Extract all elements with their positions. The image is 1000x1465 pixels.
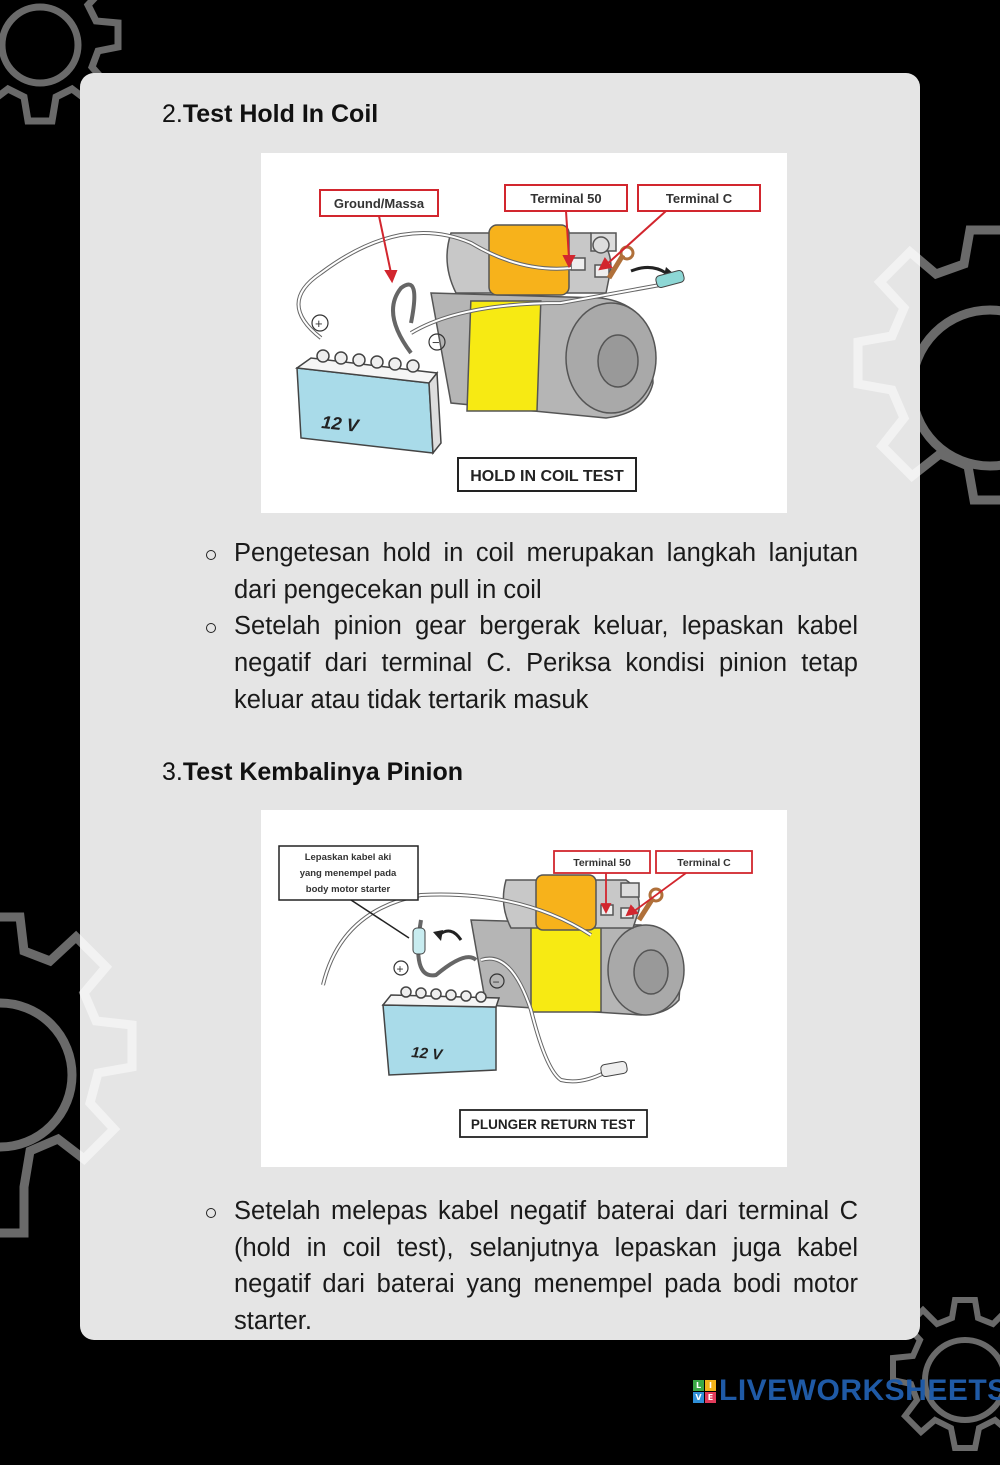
label-ground: Ground/Massa [334,196,425,211]
figure-caption: PLUNGER RETURN TEST [471,1117,636,1132]
bullet-circle-icon [206,550,216,560]
section-2-bullets: Pengetesan hold in coil merupakan langka… [200,535,858,719]
svg-text:+: + [397,962,404,976]
section-heading-hold-in-coil: 2.Test Hold In Coil [162,100,378,129]
svg-text:−: − [432,335,440,350]
section-number: 3. [162,758,183,786]
label-terminal-50: Terminal 50 [530,191,601,206]
plunger-return-diagram: 12 V + − Lepaskan kabel aki yang menempe… [261,810,787,1167]
worksheet-card: 2.Test Hold In Coil [80,73,920,1340]
label-terminal-c: Terminal C [677,857,731,869]
logo-text: LIVEWORKSHEETS [719,1374,1000,1407]
bullet-item: Pengetesan hold in coil merupakan langka… [200,535,858,608]
gear-icon-faint-right [853,245,920,483]
bullet-item: Setelah melepas kabel negatif baterai da… [200,1193,858,1340]
label-terminal-50: Terminal 50 [573,857,631,869]
liveworksheets-logo: L I V E LIVEWORKSHEETS [693,1374,1000,1407]
note-line-2: yang menempel pada [300,868,397,879]
hold-in-coil-diagram: 12 V + − Ground/Massa Terminal 50 Termin… [261,153,787,513]
svg-text:+: + [315,316,323,331]
live-tiles-icon: L I V E [693,1379,716,1403]
bullet-item: Setelah pinion gear bergerak keluar, lep… [200,608,858,718]
note-line-1: Lepaskan kabel aki [305,852,392,863]
bullet-circle-icon [206,1208,216,1218]
section-3-bullets: Setelah melepas kabel negatif baterai da… [200,1193,858,1340]
battery-label: 12 V [321,412,362,436]
bullet-circle-icon [206,623,216,634]
section-heading-pinion-return: 3.Test Kembalinya Pinion [162,758,463,787]
section-number: 2. [162,100,183,128]
battery-label: 12 V [411,1044,445,1064]
gear-icon-faint-left [80,934,137,1165]
label-terminal-c: Terminal C [666,191,733,206]
figure-caption: HOLD IN COIL TEST [470,468,624,485]
gear-icon-top-left [0,0,122,125]
section-title: Test Hold In Coil [182,100,379,128]
svg-text:−: − [493,975,500,989]
note-line-3: body motor starter [306,884,391,895]
section-title: Test Kembalinya Pinion [182,758,464,786]
